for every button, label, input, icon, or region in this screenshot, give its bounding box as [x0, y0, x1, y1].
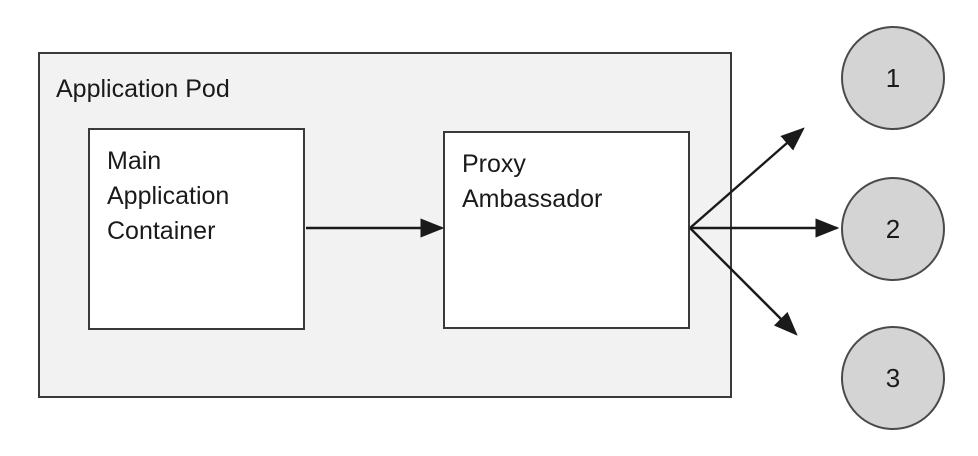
external-node-1-label: 1	[885, 62, 901, 93]
application-pod-label: Application Pod	[56, 75, 230, 103]
proxy-ambassador-label: Proxy Ambassador	[462, 150, 603, 213]
external-node-2-label: 2	[885, 213, 901, 244]
external-node-3-label: 3	[885, 362, 901, 393]
external-node-1: 1	[841, 26, 945, 130]
external-node-2: 2	[841, 177, 945, 281]
external-node-3: 3	[841, 326, 945, 430]
main-application-container-box: Main Application Container	[88, 128, 305, 330]
main-application-container-label: Main Application Container	[107, 147, 230, 245]
proxy-ambassador-box: Proxy Ambassador	[443, 131, 690, 329]
